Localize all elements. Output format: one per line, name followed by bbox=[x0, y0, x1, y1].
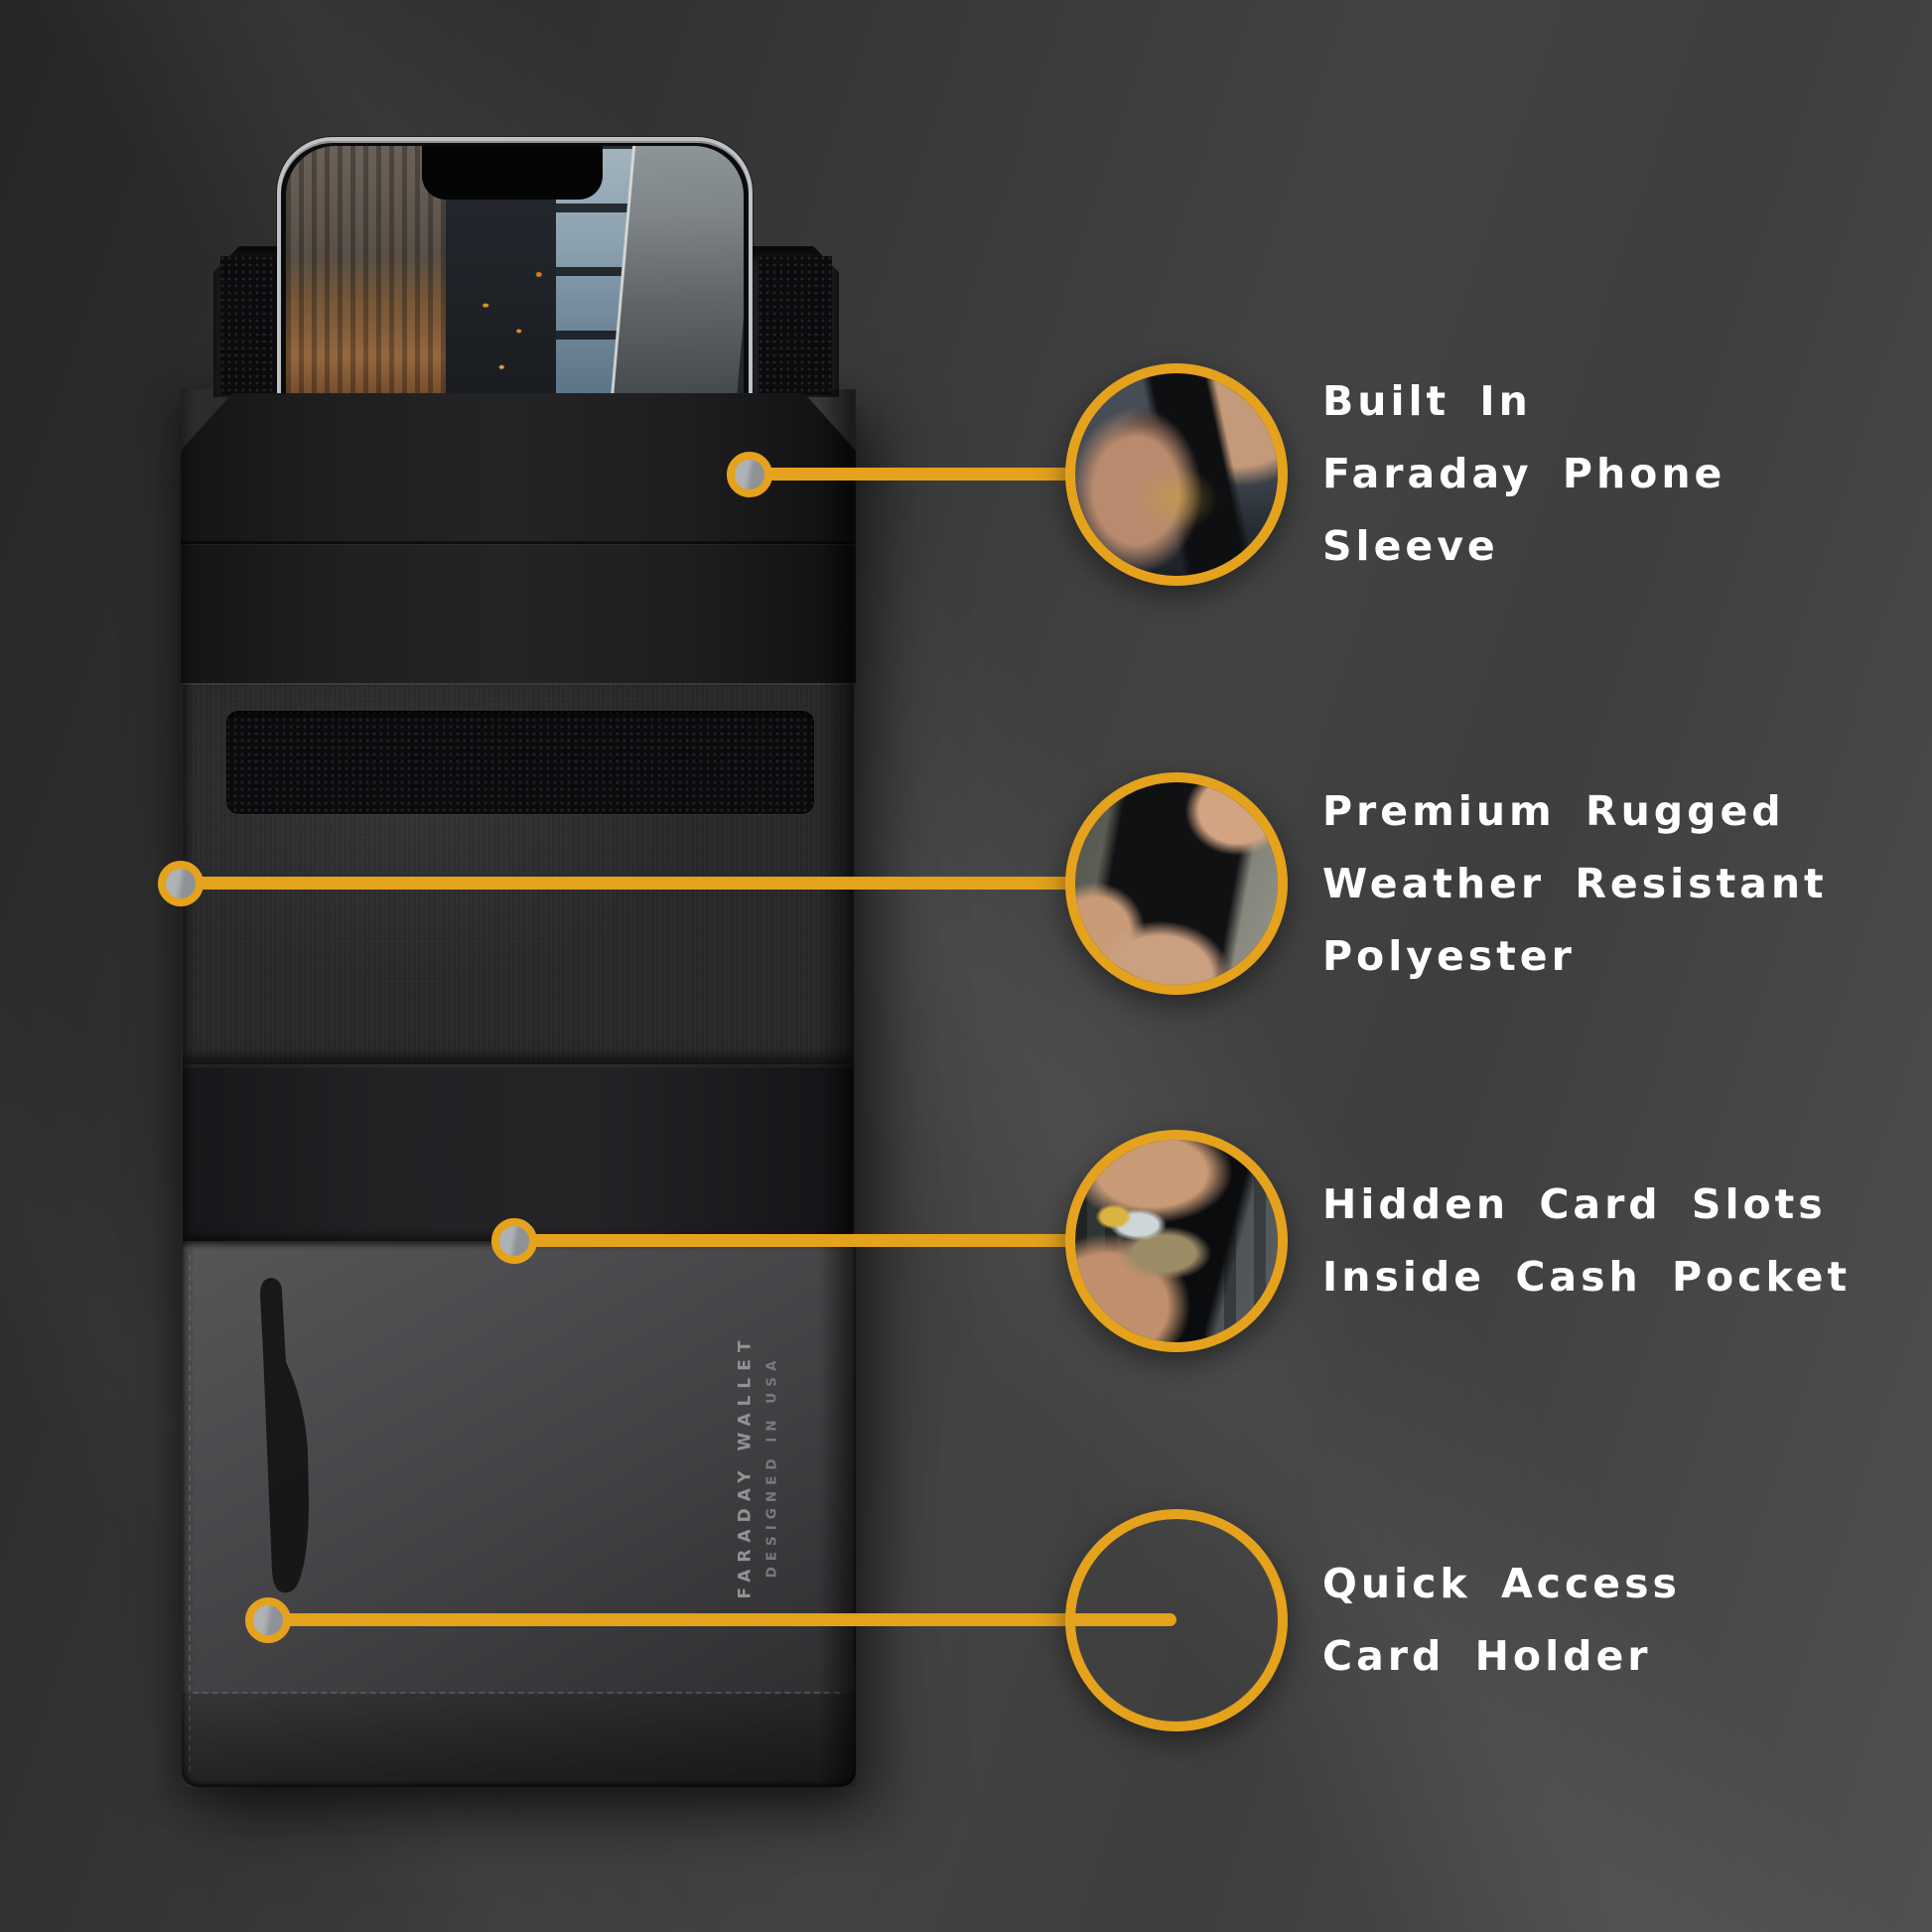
label-line: Built In bbox=[1322, 377, 1532, 425]
photo-hands-holding-wallet bbox=[1075, 782, 1278, 985]
label-line: Faraday Phone bbox=[1322, 450, 1726, 497]
label-line: Weather Resistant bbox=[1322, 860, 1828, 907]
callout-photo-material bbox=[1065, 772, 1288, 995]
label-line: Polyester bbox=[1322, 932, 1576, 980]
callout-label-card-slots: Hidden Card Slots Inside Cash Pocket bbox=[1322, 1169, 1851, 1313]
callout-label-card-holder: Quick Access Card Holder bbox=[1322, 1548, 1681, 1693]
photo-open-wallet-card bbox=[1075, 1519, 1278, 1722]
label-line: Sleeve bbox=[1322, 522, 1499, 570]
phone-screen-cityscape bbox=[286, 146, 744, 403]
callout-connector-line-2 bbox=[181, 877, 1176, 890]
photo-hands-inserting-phone bbox=[1075, 373, 1278, 576]
callout-label-phone-sleeve: Built In Faraday Phone Sleeve bbox=[1322, 365, 1725, 583]
smartphone-in-sleeve bbox=[277, 137, 753, 403]
velcro-pad-right bbox=[759, 256, 832, 395]
callout-photo-card-holder bbox=[1065, 1509, 1288, 1731]
callout-anchor-dot-4 bbox=[245, 1597, 291, 1643]
velcro-pad-left bbox=[220, 256, 278, 395]
callout-anchor-dot-1 bbox=[727, 452, 772, 497]
phone-notch bbox=[422, 146, 603, 200]
callout-label-material: Premium Rugged Weather Resistant Polyest… bbox=[1322, 775, 1828, 993]
callout-anchor-dot-2 bbox=[158, 861, 204, 906]
callout-anchor-dot-3 bbox=[491, 1218, 537, 1264]
callout-photo-phone-sleeve bbox=[1065, 363, 1288, 586]
label-line: Hidden Card Slots bbox=[1322, 1180, 1827, 1228]
label-line: Inside Cash Pocket bbox=[1322, 1253, 1852, 1301]
label-line: Card Holder bbox=[1322, 1632, 1652, 1680]
callout-connector-line-4 bbox=[268, 1613, 1176, 1626]
label-line: Quick Access bbox=[1322, 1560, 1681, 1607]
callout-photo-card-slots bbox=[1065, 1130, 1288, 1352]
photo-opening-cash-pocket bbox=[1075, 1140, 1278, 1342]
label-line: Premium Rugged bbox=[1322, 787, 1785, 835]
